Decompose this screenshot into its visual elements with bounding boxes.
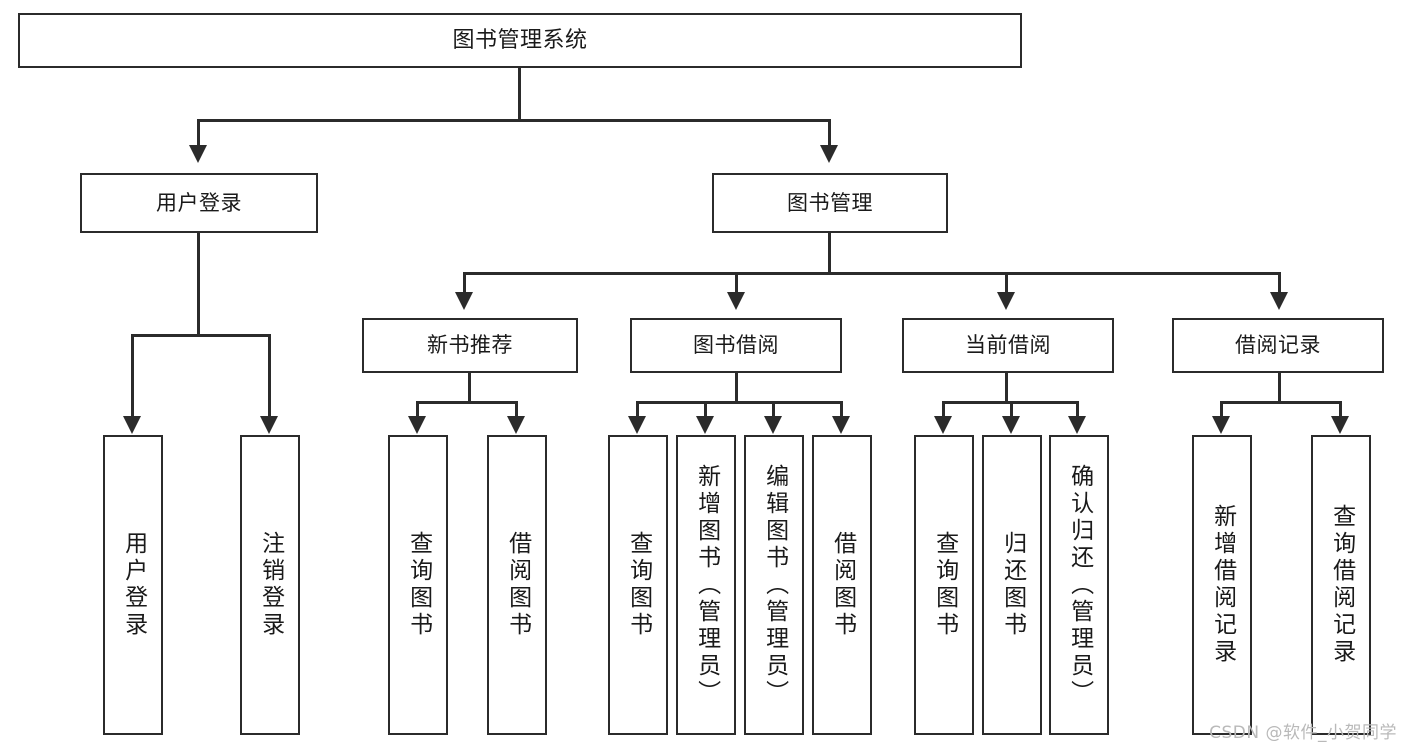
arrow-to-edit-book <box>764 416 782 434</box>
node-label: 查询图书 <box>931 531 958 639</box>
arrow-to-current-borrow <box>997 292 1015 310</box>
connector-borrow-drop-2 <box>704 401 707 418</box>
leaf-edit-book-admin[interactable]: 编辑图书（管理员） <box>744 435 804 735</box>
arrow-to-query-book-recommend <box>408 416 426 434</box>
node-label: 图书管理 <box>787 190 873 215</box>
node-label: 编辑图书（管理员） <box>761 463 788 707</box>
arrow-to-query-record <box>1331 416 1349 434</box>
node-book-management[interactable]: 图书管理 <box>712 173 948 233</box>
arrow-to-confirm-return <box>1068 416 1086 434</box>
node-root-book-management-system[interactable]: 图书管理系统 <box>18 13 1022 68</box>
arrow-to-add-record <box>1212 416 1230 434</box>
arrow-to-new-book-recommend <box>455 292 473 310</box>
node-label: 借阅图书 <box>504 531 531 639</box>
connector-current-drop-1 <box>942 401 945 418</box>
connector-record-bus <box>1220 401 1342 404</box>
node-label: 查询借阅记录 <box>1328 504 1355 666</box>
node-user-login[interactable]: 用户登录 <box>80 173 318 233</box>
connector-level2-drop-user <box>197 119 200 147</box>
connector-recommend-bus <box>416 401 518 404</box>
connector-recommend-stem <box>468 373 471 402</box>
node-label: 借阅图书 <box>829 531 856 639</box>
connector-level2-drop-book <box>828 119 831 147</box>
node-label: 归还图书 <box>999 531 1026 639</box>
node-new-book-recommend[interactable]: 新书推荐 <box>362 318 578 373</box>
leaf-borrow-book-recommend[interactable]: 借阅图书 <box>487 435 547 735</box>
node-label: 图书借阅 <box>693 333 779 358</box>
arrow-to-logout-leaf <box>260 416 278 434</box>
leaf-query-book-recommend[interactable]: 查询图书 <box>388 435 448 735</box>
connector-book-management-stem <box>828 233 831 273</box>
leaf-confirm-return-admin[interactable]: 确认归还（管理员） <box>1049 435 1109 735</box>
connector-borrow-drop-3 <box>772 401 775 418</box>
connector-level3-drop-2 <box>735 272 738 294</box>
arrow-to-user-login-leaf <box>123 416 141 434</box>
leaf-add-book-admin[interactable]: 新增图书（管理员） <box>676 435 736 735</box>
connector-record-stem <box>1278 373 1281 402</box>
arrow-to-borrow-book-recommend <box>507 416 525 434</box>
leaf-logout[interactable]: 注销登录 <box>240 435 300 735</box>
connector-user-login-stem <box>197 233 200 335</box>
node-label: 注销登录 <box>257 531 284 639</box>
connector-current-bus <box>942 401 1077 404</box>
connector-current-drop-3 <box>1076 401 1079 418</box>
connector-current-stem <box>1005 373 1008 402</box>
leaf-add-borrow-record[interactable]: 新增借阅记录 <box>1192 435 1252 735</box>
connector-level2-bus <box>197 119 830 122</box>
arrow-to-query-book-borrow <box>628 416 646 434</box>
node-label: 用户登录 <box>120 531 147 639</box>
connector-user-login-drop-2 <box>268 334 271 418</box>
connector-level3-drop-4 <box>1278 272 1281 294</box>
connector-level3-bus <box>463 272 1281 275</box>
leaf-query-borrow-record[interactable]: 查询借阅记录 <box>1311 435 1371 735</box>
arrow-to-book-management <box>820 145 838 163</box>
connector-user-login-bus <box>131 334 268 337</box>
arrow-to-borrow-record <box>1270 292 1288 310</box>
csdn-watermark: CSDN @软件_小贺同学 <box>1209 723 1397 743</box>
node-label: 新书推荐 <box>427 333 513 358</box>
node-label: 借阅记录 <box>1235 333 1321 358</box>
connector-root-stem <box>518 68 521 120</box>
node-label: 新增图书（管理员） <box>693 463 720 707</box>
connector-record-drop-2 <box>1339 401 1342 418</box>
arrow-to-borrow-book <box>832 416 850 434</box>
node-borrow-record[interactable]: 借阅记录 <box>1172 318 1384 373</box>
arrow-to-add-book <box>696 416 714 434</box>
connector-level3-drop-1 <box>463 272 466 294</box>
leaf-query-book-borrow[interactable]: 查询图书 <box>608 435 668 735</box>
connector-current-drop-2 <box>1010 401 1013 418</box>
arrow-to-book-borrow <box>727 292 745 310</box>
node-label: 图书管理系统 <box>452 27 588 53</box>
arrow-to-user-login <box>189 145 207 163</box>
connector-record-drop-1 <box>1220 401 1223 418</box>
arrow-to-query-book-current <box>934 416 952 434</box>
node-label: 用户登录 <box>156 190 242 215</box>
connector-level3-drop-3 <box>1005 272 1008 294</box>
leaf-borrow-book[interactable]: 借阅图书 <box>812 435 872 735</box>
node-label: 确认归还（管理员） <box>1066 463 1093 707</box>
leaf-user-login[interactable]: 用户登录 <box>103 435 163 735</box>
connector-borrow-bus <box>636 401 843 404</box>
connector-borrow-drop-4 <box>840 401 843 418</box>
node-label: 新增借阅记录 <box>1209 504 1236 666</box>
arrow-to-return-book <box>1002 416 1020 434</box>
connector-borrow-stem <box>735 373 738 402</box>
connector-borrow-drop-1 <box>636 401 639 418</box>
node-current-borrow[interactable]: 当前借阅 <box>902 318 1114 373</box>
connector-recommend-drop-1 <box>416 401 419 418</box>
connector-user-login-drop-1 <box>131 334 134 418</box>
node-label: 当前借阅 <box>965 333 1051 358</box>
leaf-return-book[interactable]: 归还图书 <box>982 435 1042 735</box>
node-label: 查询图书 <box>625 531 652 639</box>
leaf-query-book-current[interactable]: 查询图书 <box>914 435 974 735</box>
node-label: 查询图书 <box>405 531 432 639</box>
connector-recommend-drop-2 <box>515 401 518 418</box>
node-book-borrow[interactable]: 图书借阅 <box>630 318 842 373</box>
